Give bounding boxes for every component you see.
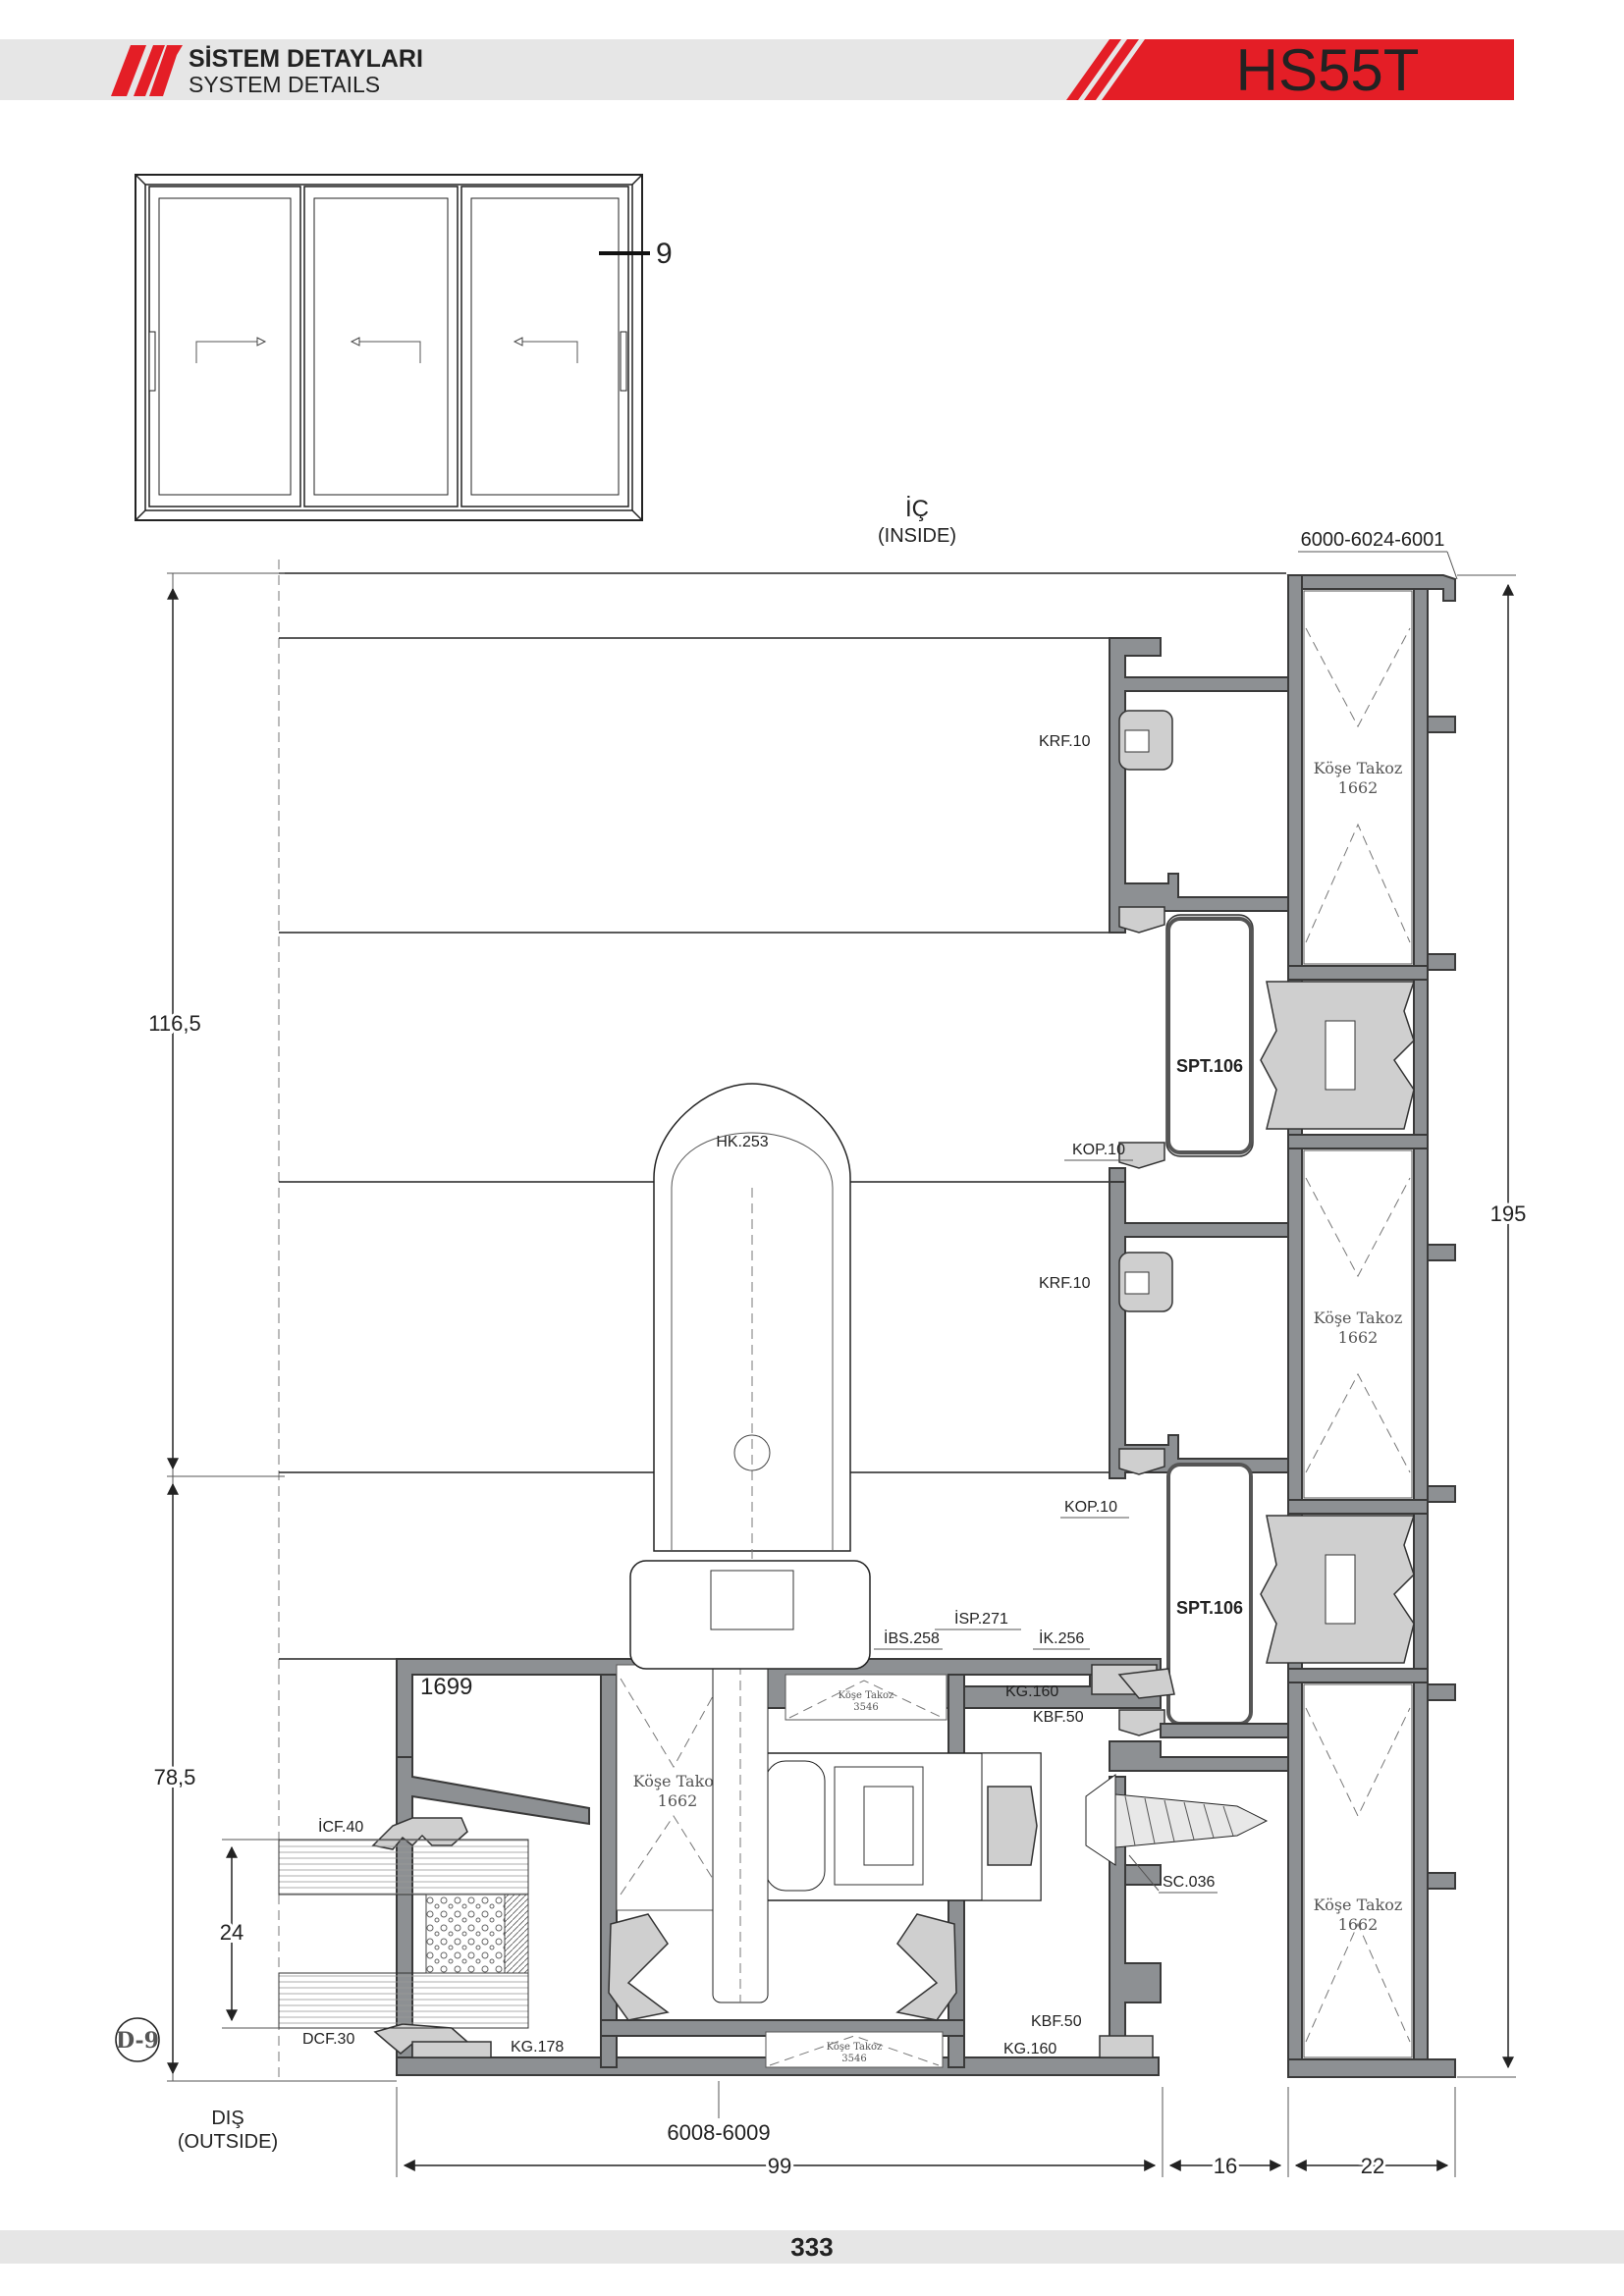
label-outer-frame: 6000-6024-6001 xyxy=(1301,529,1445,551)
outside-label-en: (OUTSIDE) xyxy=(178,2131,278,2153)
corner-block-frame-1: Köşe Takoz 1662 xyxy=(1303,590,1413,965)
thumb-handle-left xyxy=(148,331,156,392)
detail-ref: D-9 xyxy=(116,2028,159,2054)
label-ibs258: İBS.258 xyxy=(884,1629,940,1647)
header: SİSTEM DETAYLARI SYSTEM DETAILS HS55T xyxy=(0,37,1624,103)
corner-block-sash: Köşe Takoz 1662 xyxy=(616,1664,726,1911)
corner-block-frame-2: Köşe Takoz 1662 xyxy=(1303,1149,1413,1499)
detail-ref-badge: D-9 xyxy=(115,2017,160,2062)
header-title-en: SYSTEM DETAILS xyxy=(189,72,380,97)
svg-text:Köşe Takoz: Köşe Takoz xyxy=(839,1690,894,1701)
label-krf10-top: KRF.10 xyxy=(1039,733,1091,750)
corner-block-small-bottom: Köşe Takoz 3546 xyxy=(765,2031,944,2068)
roller-mechanism xyxy=(712,1648,1042,2003)
outer-frame-profile xyxy=(1286,574,1456,2078)
svg-text:1662: 1662 xyxy=(1338,1328,1379,1347)
svg-text:Köşe Takoz: Köşe Takoz xyxy=(1314,1308,1403,1327)
label-spt106-bottom: SPT.106 xyxy=(1176,1598,1243,1618)
double-glazing-unit xyxy=(278,1839,529,2029)
label-kop10-top: KOP.10 xyxy=(1072,1142,1125,1158)
dimensions: 116,5 78,5 24 195 99 16 22 xyxy=(145,572,1529,2181)
window-thumbnail: 9 xyxy=(135,174,673,521)
thumb-handle-right xyxy=(620,331,627,392)
thumb-panel-left xyxy=(148,186,301,507)
slide-left-arrow-icon-2 xyxy=(522,341,578,363)
label-sash-1699: 1699 xyxy=(420,1674,472,1700)
label-spt106-top: SPT.106 xyxy=(1176,1056,1243,1076)
label-kg160-top: KG.160 xyxy=(1005,1683,1058,1700)
label-hk253: HK.253 xyxy=(716,1134,768,1150)
svg-text:Köşe Takoz: Köşe Takoz xyxy=(827,2042,883,2053)
dim-glass: 24 xyxy=(220,1920,244,1945)
thermal-break-bottom xyxy=(1260,1515,1416,1664)
sash-lower-profile xyxy=(1109,1181,1289,1772)
svg-text:1662: 1662 xyxy=(658,1791,698,1810)
label-kop10-bottom: KOP.10 xyxy=(1064,1499,1117,1516)
page-number: 333 xyxy=(790,2232,833,2262)
footer-band xyxy=(0,2230,1624,2264)
sash-upper-profile xyxy=(1109,637,1289,1183)
svg-text:3546: 3546 xyxy=(853,1702,878,1713)
svg-text:1662: 1662 xyxy=(1338,778,1379,797)
svg-text:Köşe Takoz: Köşe Takoz xyxy=(633,1772,723,1790)
corner-block-small-top: Köşe Takoz 3546 xyxy=(785,1674,947,1721)
corner-block-frame-3: Köşe Takoz 1662 xyxy=(1303,1683,1413,2058)
thumb-panel-mid xyxy=(303,186,459,507)
label-kbf50-bottom: KBF.50 xyxy=(1031,2013,1082,2030)
svg-text:1662: 1662 xyxy=(1338,1915,1379,1934)
label-sc036: SC.036 xyxy=(1163,1874,1215,1891)
slide-left-arrow-icon xyxy=(359,341,421,363)
label-isp271: İSP.271 xyxy=(954,1609,1008,1628)
screw-sc036 xyxy=(1085,1774,1269,1866)
system-code: HS55T xyxy=(1236,37,1420,103)
label-icf40: İCF.40 xyxy=(318,1817,363,1836)
part-labels: 6000-6024-6001 KRF.10 KRF.10 SPT.106 SPT… xyxy=(302,529,1458,2145)
dim-bottom-right: 22 xyxy=(1361,2154,1384,2178)
inside-label-tr: İÇ xyxy=(905,496,929,522)
thumb-panel-right xyxy=(460,186,629,507)
handle-hk253 xyxy=(629,1083,871,1670)
inside-label-en: (INSIDE) xyxy=(878,525,956,547)
dim-right-total: 195 xyxy=(1490,1201,1527,1226)
dim-left-upper: 116,5 xyxy=(148,1011,200,1036)
label-kg160-bottom: KG.160 xyxy=(1003,2041,1056,2057)
label-kbf50-top: KBF.50 xyxy=(1033,1709,1084,1726)
label-dcf30: DCF.30 xyxy=(302,2031,354,2048)
dim-bottom-main: 99 xyxy=(768,2154,791,2178)
section-marker: 9 xyxy=(656,238,673,270)
header-red-tab xyxy=(1066,39,1624,100)
label-krf10-bottom: KRF.10 xyxy=(1039,1275,1091,1292)
svg-text:Köşe Takoz: Köşe Takoz xyxy=(1314,759,1403,777)
glass-spacer xyxy=(425,1894,506,1974)
svg-text:3546: 3546 xyxy=(841,2054,866,2064)
svg-text:Köşe Takoz: Köşe Takoz xyxy=(1314,1896,1403,1914)
header-title-tr: SİSTEM DETAYLARI xyxy=(189,45,423,73)
dim-bottom-mid: 16 xyxy=(1214,2154,1237,2178)
label-ik256: İK.256 xyxy=(1039,1629,1084,1647)
section-drawing: Köşe Takoz 1662 Köşe Takoz 1662 Köşe Tak… xyxy=(278,560,1456,2081)
thermal-break-top xyxy=(1260,981,1416,1130)
slide-right-arrow-icon xyxy=(195,341,257,363)
outside-label-tr: DIŞ xyxy=(211,2108,244,2129)
dim-left-lower: 78,5 xyxy=(154,1765,196,1789)
label-bottom-sash: 6008-6009 xyxy=(667,2120,770,2145)
brand-logo xyxy=(111,45,183,96)
label-kg178: KG.178 xyxy=(511,2039,564,2056)
footer: 333 xyxy=(0,2230,1624,2264)
